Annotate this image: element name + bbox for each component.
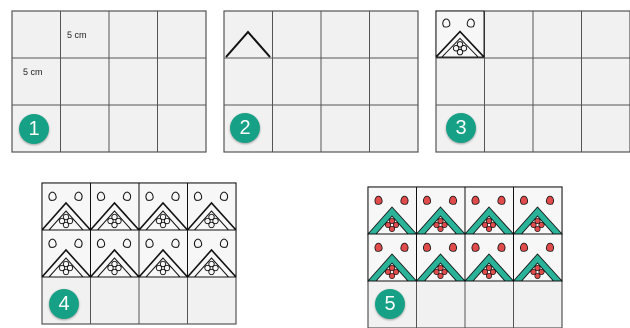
colored-tile <box>417 234 466 281</box>
colored-tile <box>465 234 514 281</box>
decorated-tile <box>436 11 484 57</box>
decorated-tile <box>91 183 140 230</box>
step-1-badge: 1 <box>19 114 49 144</box>
dimension-label-top: 5 cm <box>67 30 87 40</box>
decorated-tile <box>188 183 237 230</box>
dimension-label-left: 5 cm <box>23 67 43 77</box>
step-3-badge: 3 <box>446 113 476 143</box>
decorated-tile <box>91 230 140 277</box>
colored-tile <box>368 187 417 234</box>
colored-tile <box>368 234 417 281</box>
step-2-badge: 2 <box>230 113 260 143</box>
decorated-tile <box>139 183 188 230</box>
decorated-tile <box>188 230 237 277</box>
step-4-badge: 4 <box>49 289 79 319</box>
colored-tile <box>417 187 466 234</box>
colored-tile <box>514 187 563 234</box>
decorated-tile <box>42 183 91 230</box>
colored-tile <box>465 187 514 234</box>
step-5-badge: 5 <box>375 289 405 319</box>
colored-tile <box>514 234 563 281</box>
decorated-tile <box>42 230 91 277</box>
decorated-tile <box>139 230 188 277</box>
